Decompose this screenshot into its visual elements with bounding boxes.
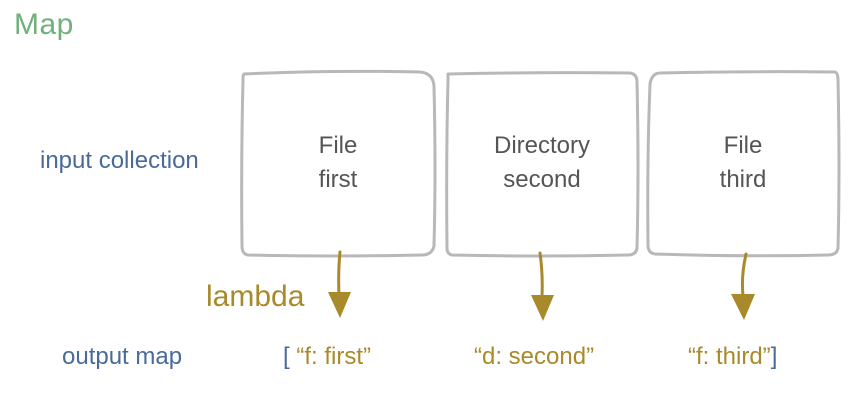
lambda-arrow-3 (731, 252, 755, 320)
diagram-title: Map (14, 8, 74, 41)
lambda-arrow-1 (328, 250, 351, 318)
input-box-2-type: Directory (493, 132, 590, 159)
input-box-1-name: first (318, 166, 358, 193)
output-item-2-text: “d: second” (474, 343, 595, 370)
output-map-label: output map (62, 343, 183, 370)
output-item-1: [ “f: first” (283, 343, 371, 371)
lambda-label: lambda (206, 280, 305, 313)
input-box-2-text: Directory second (452, 129, 632, 197)
input-box-3 (646, 70, 841, 258)
close-bracket: ] (770, 343, 778, 370)
open-bracket: [ (283, 343, 290, 370)
input-box-3-type: File (723, 132, 763, 159)
input-box-2-name: second (503, 166, 581, 193)
input-box-2 (445, 71, 640, 258)
lambda-arrow-2 (531, 251, 554, 321)
input-box-3-text: File third (653, 129, 833, 197)
input-box-1-text: File first (248, 129, 428, 197)
input-box-3-name: third (719, 166, 767, 193)
output-item-3-text: “f: third” (688, 343, 771, 370)
input-collection-label: input collection (40, 147, 199, 174)
output-item-2: “d: second” (474, 343, 594, 371)
input-box-1 (240, 69, 437, 258)
input-box-1-type: File (318, 132, 358, 159)
output-item-1-text: “f: first” (296, 343, 371, 370)
output-item-3: “f: third”] (688, 343, 777, 371)
